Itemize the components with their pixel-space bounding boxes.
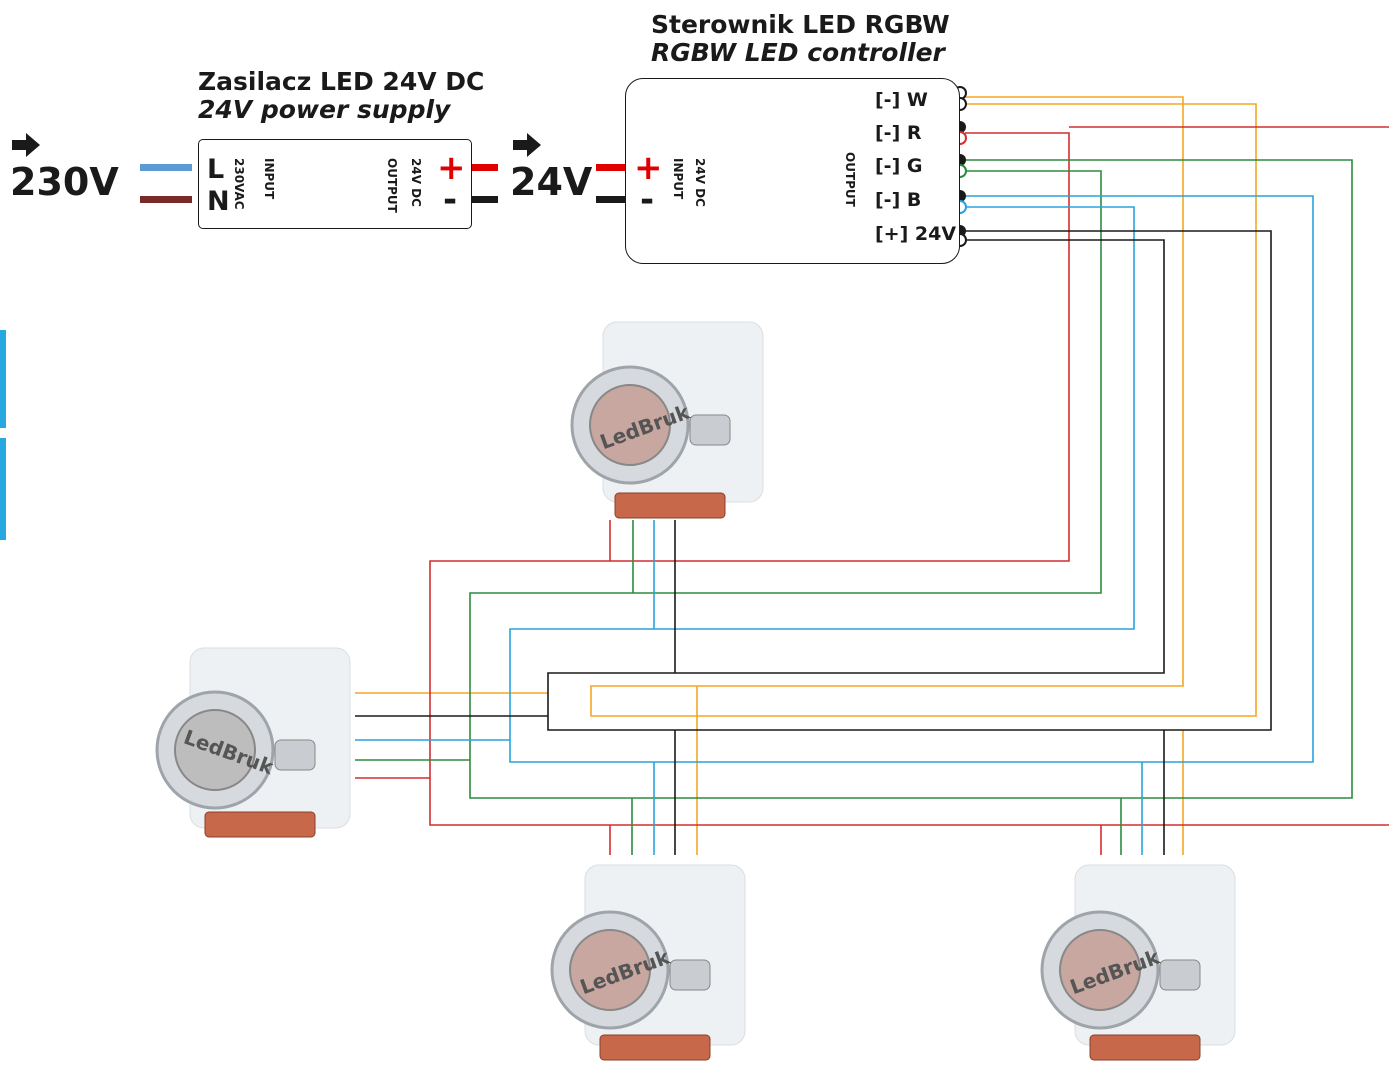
fixture-bottom-left [550, 864, 746, 1061]
fixture-left [155, 647, 351, 838]
supply-minus-wire [472, 196, 498, 203]
controller-plus-wire [596, 164, 626, 171]
live-wire [140, 164, 192, 171]
terminal-24v-label: [+] 24V [875, 223, 957, 245]
fixture-top [570, 321, 764, 519]
terminal-w-label: [-] W [875, 89, 928, 111]
supply-plus-sign: + [437, 148, 466, 188]
terminal-r-label: [-] R [875, 122, 922, 144]
terminal-b-label: [-] B [875, 189, 922, 211]
arrow-icon [513, 133, 541, 157]
mains-voltage-label: 230V [10, 160, 119, 204]
terminal-g-label: [-] G [875, 155, 923, 177]
supply-output-voltage: 24V DC [409, 158, 423, 207]
supply-title-pl: Zasilacz LED 24V DC [198, 67, 485, 96]
controller-title-en: RGBW LED controller [651, 38, 945, 67]
supply-live-label: L [207, 154, 225, 185]
controller-minus-sign: - [640, 180, 655, 220]
arrow-icon [12, 133, 40, 157]
controller-input-voltage: 24V DC [693, 158, 707, 207]
accent-bar-bottom [0, 438, 6, 540]
controller-input-label: INPUT [671, 158, 685, 200]
supply-title: Zasilacz LED 24V DC 24V power supply [198, 68, 484, 124]
controller-title: Sterownik LED RGBW RGBW LED controller [651, 11, 950, 67]
supply-plus-wire [472, 164, 498, 171]
controller-minus-wire [596, 196, 626, 203]
controller-title-pl: Sterownik LED RGBW [651, 10, 950, 39]
supply-title-en: 24V power supply [198, 95, 451, 124]
supply-input-voltage: 230VAC [232, 158, 246, 210]
supply-neutral-label: N [207, 186, 230, 217]
controller-plus-sign: + [634, 148, 663, 188]
rgbw-controller-box [625, 78, 960, 264]
supply-minus-sign: - [443, 180, 458, 220]
power-supply-box [198, 139, 472, 229]
dc-voltage-label: 24V [510, 160, 593, 204]
fixture-bottom-right [1040, 864, 1236, 1061]
controller-output-label: OUTPUT [843, 152, 857, 207]
supply-input-label: INPUT [262, 158, 276, 200]
supply-output-label: OUTPUT [385, 158, 399, 213]
accent-bar-top [0, 330, 6, 428]
neutral-wire [140, 196, 192, 203]
